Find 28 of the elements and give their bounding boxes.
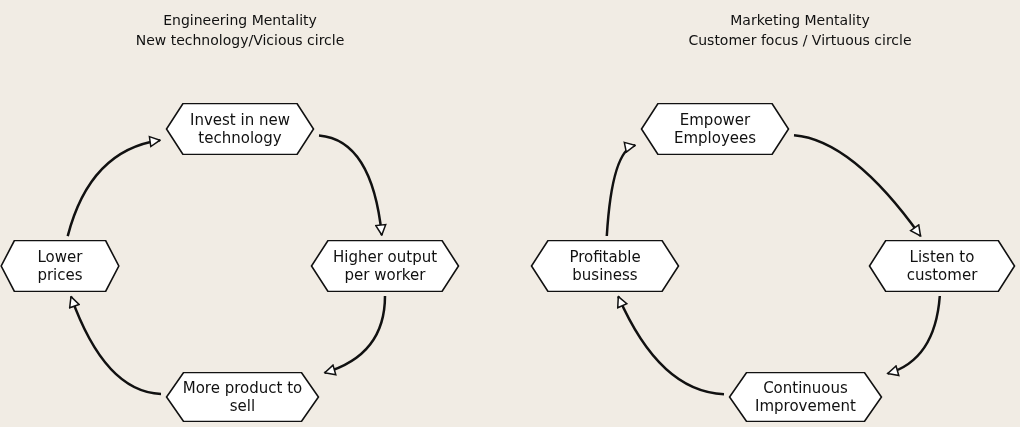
node-label: Higher output per worker [331, 248, 439, 284]
node-label: Profitable business [568, 248, 642, 284]
hexagon-node [165, 372, 320, 422]
node-label: Empower Employees [672, 111, 758, 147]
heading-text: Customer focus / Virtuous circle [688, 32, 912, 48]
heading-text: Marketing Mentality [730, 12, 870, 28]
curved-arrow [66, 136, 161, 237]
hexagon-node [165, 103, 315, 155]
curved-arrow [69, 295, 162, 396]
node-label: Listen to customer [905, 248, 979, 284]
hexagon-node [0, 240, 120, 292]
curved-arrow [887, 295, 942, 376]
curved-arrow [605, 143, 636, 237]
hexagon-node [868, 240, 1016, 292]
node-label: Continuous Improvement [754, 379, 857, 415]
node-label: Lower prices [36, 248, 84, 284]
heading-text: Engineering Mentality [163, 12, 317, 28]
curved-arrow [318, 134, 387, 236]
curved-arrow [617, 295, 725, 396]
hexagon-node [530, 240, 680, 292]
heading-text: New technology/Vicious circle [135, 32, 345, 48]
curved-arrow [324, 295, 387, 375]
curved-arrow [793, 134, 922, 237]
node-label: More product to sell [181, 379, 304, 415]
hexagon-node [310, 240, 460, 292]
hexagon-node [640, 103, 790, 155]
node-label: Invest in new technology [189, 111, 291, 147]
hexagon-node [728, 372, 883, 422]
